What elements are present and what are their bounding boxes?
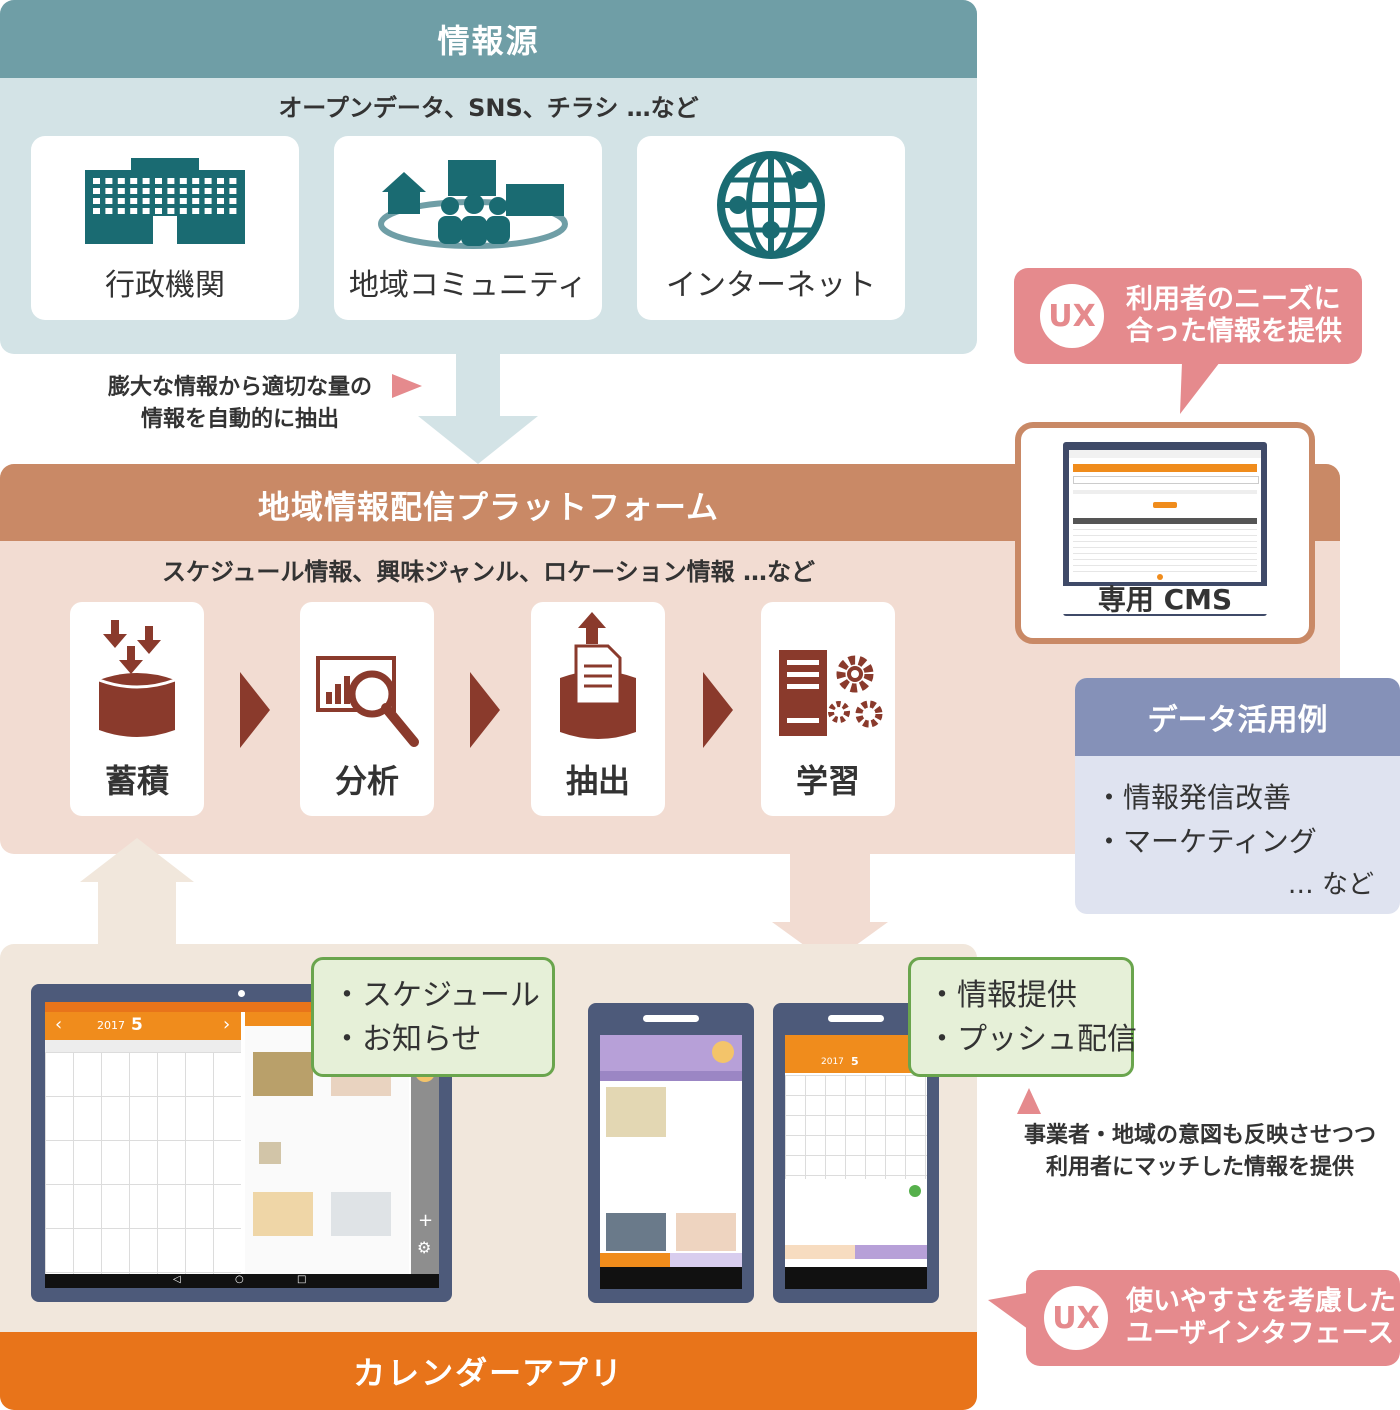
ux-bottom-line1: 使いやすさを考慮した	[1126, 1286, 1396, 1317]
data-usage-etc: … など	[1287, 870, 1374, 900]
phone-screen-1	[600, 1035, 742, 1289]
extract-note: 膨大な情報から適切な量の 情報を自動的に抽出	[90, 372, 390, 436]
next-month-icon[interactable]: ›	[223, 1014, 231, 1035]
pointer-triangle-icon	[392, 374, 422, 398]
platform-subtitle: スケジュール情報、興味ジャンル、ロケーション情報 …など	[162, 558, 815, 586]
phone-feature-push: ・プッシュ配信	[927, 1022, 1137, 1057]
data-usage-panel: データ活用例 ・情報発信改善 ・マーケティング … など	[1075, 678, 1400, 914]
extract-note-line1: 膨大な情報から適切な量の	[107, 375, 372, 400]
government-building-icon	[85, 158, 245, 244]
information-sources-title: 情報源	[0, 0, 977, 78]
gear-icon[interactable]: ⚙	[417, 1238, 432, 1257]
up-arrow-from-app	[80, 838, 194, 948]
down-arrow-to-app	[772, 854, 888, 964]
source-label-internet: インターネット	[666, 268, 876, 303]
ux-bottom-bubble: UX 使いやすさを考慮した ユーザインタフェース	[1026, 1270, 1400, 1366]
ux-badge-bottom: UX	[1044, 1286, 1108, 1350]
source-label-community: 地域コミュニティ	[348, 268, 588, 303]
server-gears-icon	[779, 650, 883, 736]
tablet-weekday-row	[45, 1040, 241, 1052]
tablet-feature-notice: ・お知らせ	[332, 1022, 482, 1057]
tablet-screen: ‹ 2017 5 › + ⚙ ◁ ○ □	[45, 1002, 439, 1288]
community-icon	[378, 160, 568, 249]
ux-bottom-line2: ユーザインタフェース	[1126, 1318, 1395, 1349]
step-label-accumulate: 蓄積	[104, 762, 169, 800]
source-card-government: 行政機関	[31, 136, 299, 320]
ux-bottom-bubble-tail	[988, 1292, 1032, 1332]
phone-device-1	[588, 1003, 754, 1303]
cms-label: 専用 CMS	[1097, 583, 1233, 616]
source-card-internet: インターネット	[637, 136, 905, 320]
phone-feature-info: ・情報提供	[927, 978, 1077, 1013]
step-card-analyze: 分析	[300, 602, 434, 816]
tablet-features-box: ・スケジュール ・お知らせ	[311, 957, 555, 1077]
tablet-month: 5	[131, 1015, 143, 1035]
data-usage-item-1: ・情報発信改善	[1095, 781, 1292, 814]
step-arrow-3	[703, 672, 733, 748]
phone-features-box: ・情報提供 ・プッシュ配信	[908, 957, 1137, 1077]
prev-month-icon[interactable]: ‹	[55, 1014, 63, 1035]
up-triangle-icon	[1017, 1088, 1041, 1114]
reflect-note: 事業者・地域の意図も反映させつつ 利用者にマッチした情報を提供	[1000, 1120, 1400, 1184]
reflect-note-line2: 利用者にマッチした情報を提供	[1045, 1155, 1354, 1180]
phone-add-icon[interactable]	[909, 1185, 921, 1197]
phone-calendar-header: 2017 5	[785, 1035, 927, 1073]
phone-screen-2: 2017 5	[785, 1035, 927, 1289]
ux-top-line1: 利用者のニーズに	[1126, 284, 1341, 315]
calendar-app-title: カレンダーアプリ	[0, 1332, 977, 1410]
tablet-feature-schedule: ・スケジュール	[332, 978, 540, 1013]
platform-title: 地域情報配信プラットフォーム	[257, 488, 720, 526]
tablet-device: ‹ 2017 5 › + ⚙ ◁ ○ □	[31, 984, 452, 1302]
step-arrow-1	[240, 672, 270, 748]
document-extract-icon	[560, 612, 636, 739]
tablet-calendar-grid[interactable]	[45, 1052, 241, 1274]
add-icon[interactable]: +	[418, 1210, 434, 1231]
down-arrow-to-platform	[418, 354, 538, 464]
step-label-learn: 学習	[795, 762, 860, 800]
cms-panel: 専用 CMS	[1015, 422, 1315, 644]
source-card-community: 地域コミュニティ	[334, 136, 602, 320]
tablet-nav-bar: ◁ ○ □	[45, 1274, 439, 1288]
data-usage-title: データ活用例	[1075, 678, 1400, 756]
step-arrow-2	[470, 672, 500, 748]
phone-year: 2017	[821, 1057, 844, 1067]
cms-screen	[1069, 450, 1261, 582]
ux-top-bubble: UX 利用者のニーズに 合った情報を提供	[1014, 268, 1362, 364]
ux-badge-top: UX	[1040, 284, 1104, 348]
cms-monitor: 専用 CMS	[1063, 442, 1267, 616]
information-sources-subtitle: オープンデータ、SNS、チラシ …など	[278, 94, 699, 122]
step-card-extract: 抽出	[531, 602, 665, 816]
phone-month: 5	[851, 1055, 859, 1068]
step-card-learn: 学習	[761, 602, 895, 816]
step-label-analyze: 分析	[334, 762, 399, 800]
tablet-year: 2017	[97, 1019, 125, 1032]
phone-calendar-grid[interactable]	[785, 1075, 927, 1179]
reflect-note-line1: 事業者・地域の意図も反映させつつ	[1023, 1123, 1376, 1148]
step-card-accumulate: 蓄積	[70, 602, 204, 816]
step-label-extract: 抽出	[565, 762, 630, 800]
database-store-icon	[98, 620, 176, 737]
ux-top-bubble-tail	[1180, 362, 1220, 414]
back-icon[interactable]: ◁	[173, 1274, 181, 1285]
data-usage-item-2: ・マーケティング	[1095, 825, 1317, 858]
extract-note-line2: 情報を自動的に抽出	[140, 407, 339, 432]
tablet-calendar-header: ‹ 2017 5 ›	[45, 1012, 241, 1040]
recent-apps-icon[interactable]: □	[297, 1274, 307, 1285]
ux-top-line2: 合った情報を提供	[1126, 316, 1342, 347]
home-icon[interactable]: ○	[235, 1274, 244, 1285]
source-label-government: 行政機関	[105, 268, 225, 303]
globe-network-icon	[717, 151, 825, 259]
chart-magnifier-icon	[316, 656, 419, 747]
